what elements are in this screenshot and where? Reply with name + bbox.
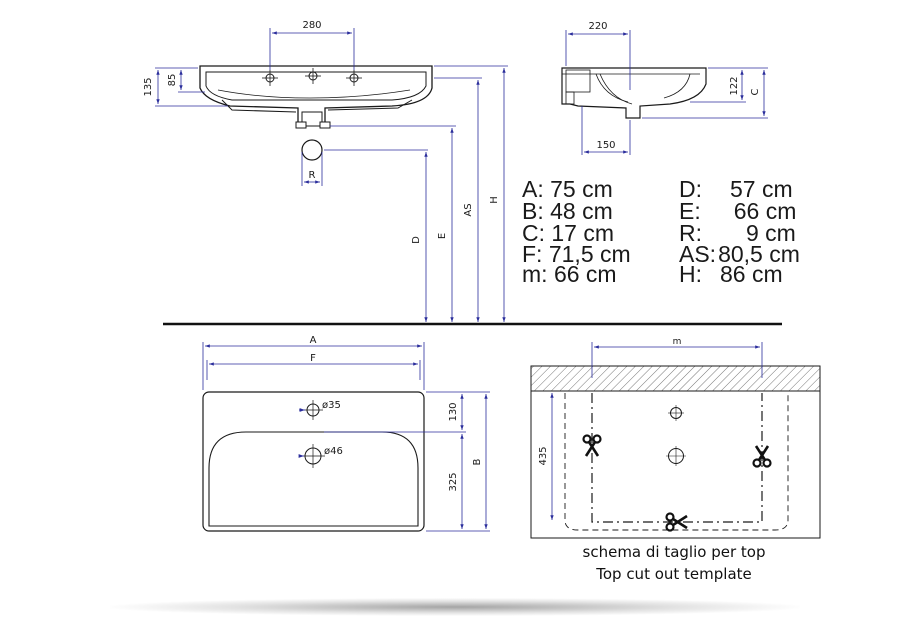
dim-435: 435	[538, 393, 554, 520]
dim-a-label: A	[310, 335, 317, 346]
dim-r-label: R	[309, 170, 316, 181]
dim-135-85: 135 85	[143, 67, 228, 107]
dim-280-label: 280	[302, 20, 321, 31]
dim-130-325-b: 130 325 B	[324, 391, 490, 532]
dim-135-label: 135	[143, 77, 154, 96]
dim-220-label: 220	[588, 21, 607, 32]
dim-325-label: 325	[448, 472, 459, 491]
dim-220: 220	[565, 21, 631, 90]
spec-e: E:66 cm	[679, 198, 797, 224]
dim-f-label: F	[310, 353, 316, 364]
dim-r: R	[301, 152, 323, 186]
dim-c-label: C	[750, 88, 761, 95]
spec-m: m: 66 cm	[522, 261, 617, 287]
caption-italian: schema di taglio per top	[582, 543, 766, 561]
dim-heights: D E AS H	[324, 65, 508, 322]
dim-150: 150	[581, 106, 631, 155]
caption-english: Top cut out template	[596, 565, 752, 583]
spec-a: A: 75 cm	[522, 176, 613, 202]
spec-r: R:9 cm	[679, 220, 796, 246]
dim-h-label: H	[489, 196, 500, 204]
cutout-template	[530, 365, 821, 539]
dim-m-label: m	[673, 337, 682, 347]
dim-e-label: E	[437, 233, 448, 239]
dim-150-label: 150	[596, 140, 615, 151]
spec-c: C: 17 cm	[522, 220, 615, 246]
dim-a-f: A F	[202, 335, 425, 390]
hole-35-label: ø35	[322, 400, 341, 411]
spec-as: AS:80,5 cm	[679, 241, 800, 267]
dim-122-c: 122 C	[642, 67, 768, 119]
dim-122-label: 122	[729, 76, 740, 95]
dim-b-label: B	[472, 458, 483, 465]
side-view	[561, 67, 707, 119]
plan-view	[202, 391, 425, 532]
front-view	[199, 65, 433, 161]
spec-h: H:86 cm	[679, 261, 783, 287]
dim-280: 280	[269, 20, 355, 70]
spec-b: B: 48 cm	[522, 198, 613, 224]
dim-85-label: 85	[167, 74, 178, 87]
dim-m: m	[591, 337, 763, 378]
dim-435-label: 435	[538, 446, 549, 465]
tap-hole-icon	[262, 68, 362, 86]
spec-f: F: 71,5 cm	[522, 241, 631, 267]
hole-46-label: ø46	[324, 446, 343, 457]
dim-d-label: D	[411, 236, 422, 244]
waste-pipe-icon	[301, 139, 323, 161]
dim-130-label: 130	[448, 402, 459, 421]
bottom-shadow	[110, 598, 800, 616]
dim-as-label: AS	[463, 203, 474, 216]
spec-d: D:57 cm	[679, 176, 793, 202]
